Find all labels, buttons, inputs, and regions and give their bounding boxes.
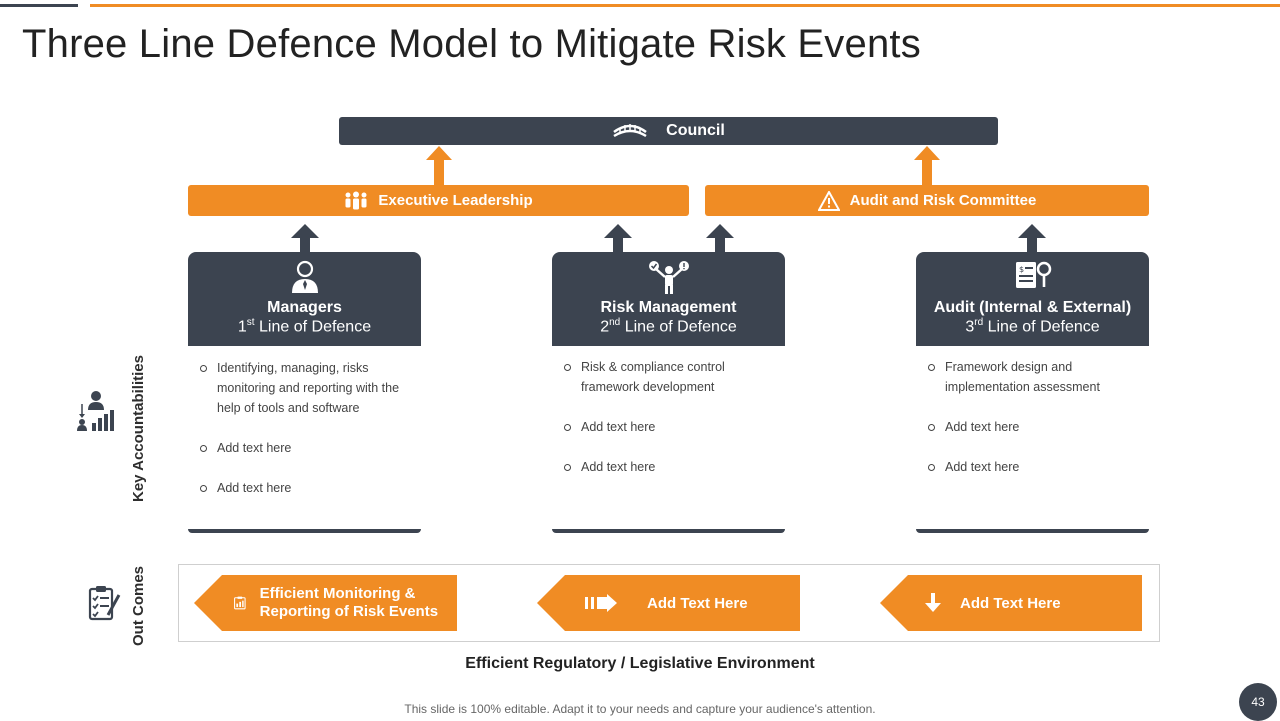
card-header: $ Audit (Internal & External) 3rd Line o… <box>916 252 1149 346</box>
card-title: Audit (Internal & External) <box>933 299 1132 316</box>
card-title: Managers <box>267 299 342 316</box>
card-line-of-defence: 2nd Line of Defence <box>600 317 737 336</box>
arrow-up-audit-line <box>1018 224 1046 254</box>
out-comes-label: Out Comes <box>130 565 147 646</box>
down-arrow-icon <box>925 593 941 612</box>
manager-person-icon <box>291 260 318 293</box>
arrow-up-managers <box>291 224 319 254</box>
outcome-item: Add Text Here <box>880 575 1142 631</box>
line-card-managers: Managers 1st Line of Defence Identifying… <box>188 252 421 533</box>
accountability-list: Framework design and implementation asse… <box>926 357 1141 497</box>
audit-document-icon: $ <box>1015 261 1051 288</box>
executive-leadership-label: Executive Leadership <box>378 192 533 209</box>
council-box: Council <box>339 117 998 145</box>
card-line-of-defence: 1st Line of Defence <box>237 317 372 336</box>
card-bottom-bar <box>188 529 421 533</box>
svg-text:$: $ <box>1019 265 1024 274</box>
slide-title: Three Line Defence Model to Mitigate Ris… <box>22 22 921 66</box>
key-accountabilities-label: Key Accountabilities <box>130 355 147 502</box>
top-accent-line-dark <box>0 4 78 7</box>
council-label: Council <box>666 122 725 139</box>
arrow-up-risk-to-audit <box>706 224 734 254</box>
list-item: Add text here <box>926 417 1141 437</box>
editable-note: This slide is 100% editable. Adapt it to… <box>404 702 876 716</box>
bridge-icon <box>613 124 647 138</box>
environment-caption: Efficient Regulatory / Legislative Envir… <box>465 655 815 672</box>
arrow-up-risk-to-executive <box>604 224 632 254</box>
audit-risk-committee-label: Audit and Risk Committee <box>849 192 1037 209</box>
list-item: Add text here <box>562 417 777 437</box>
checklist-clipboard-icon <box>88 586 121 621</box>
card-title: Risk Management <box>600 299 737 316</box>
executive-leadership-box: Executive Leadership <box>188 185 689 216</box>
outcome-label: Add Text Here <box>960 594 1061 612</box>
presenter-icon <box>648 261 689 294</box>
card-bottom-bar <box>916 529 1149 533</box>
line-card-audit: $ Audit (Internal & External) 3rd Line o… <box>916 252 1149 533</box>
line-card-risk-management: Risk Management 2nd Line of Defence Risk… <box>552 252 785 533</box>
arrow-up-audit-to-council <box>914 146 940 186</box>
list-item: Add text here <box>926 457 1141 477</box>
accountability-list: Identifying, managing, risks monitoring … <box>198 358 413 518</box>
audit-risk-committee-box: Audit and Risk Committee <box>705 185 1149 216</box>
outcome-label: Add Text Here <box>647 594 748 612</box>
outcome-item: Add Text Here <box>537 575 800 631</box>
list-item: Add text here <box>562 457 777 477</box>
warning-icon <box>817 190 840 211</box>
accountability-chart-icon <box>77 391 114 431</box>
forward-arrow-icon <box>585 594 617 612</box>
card-header: Risk Management 2nd Line of Defence <box>552 252 785 346</box>
list-item: Add text here <box>198 478 413 498</box>
outcome-item: Efficient Monitoring & Reporting of Risk… <box>194 575 457 631</box>
list-item: Framework design and implementation asse… <box>926 357 1141 397</box>
list-item: Add text here <box>198 438 413 458</box>
page-number-badge: 43 <box>1239 683 1277 721</box>
people-group-icon <box>345 191 367 209</box>
report-icon <box>234 596 246 610</box>
outcomes-container <box>178 564 1160 642</box>
accountability-list: Risk & compliance control framework deve… <box>562 357 777 497</box>
top-accent-line-orange <box>90 4 1280 7</box>
card-bottom-bar <box>552 529 785 533</box>
card-line-of-defence: 3rd Line of Defence <box>965 317 1100 336</box>
card-header: Managers 1st Line of Defence <box>188 252 421 346</box>
arrow-up-executive-to-council <box>426 146 452 186</box>
outcome-label: Efficient Monitoring & Reporting of Risk… <box>259 585 439 620</box>
list-item: Identifying, managing, risks monitoring … <box>198 358 413 418</box>
list-item: Risk & compliance control framework deve… <box>562 357 777 397</box>
